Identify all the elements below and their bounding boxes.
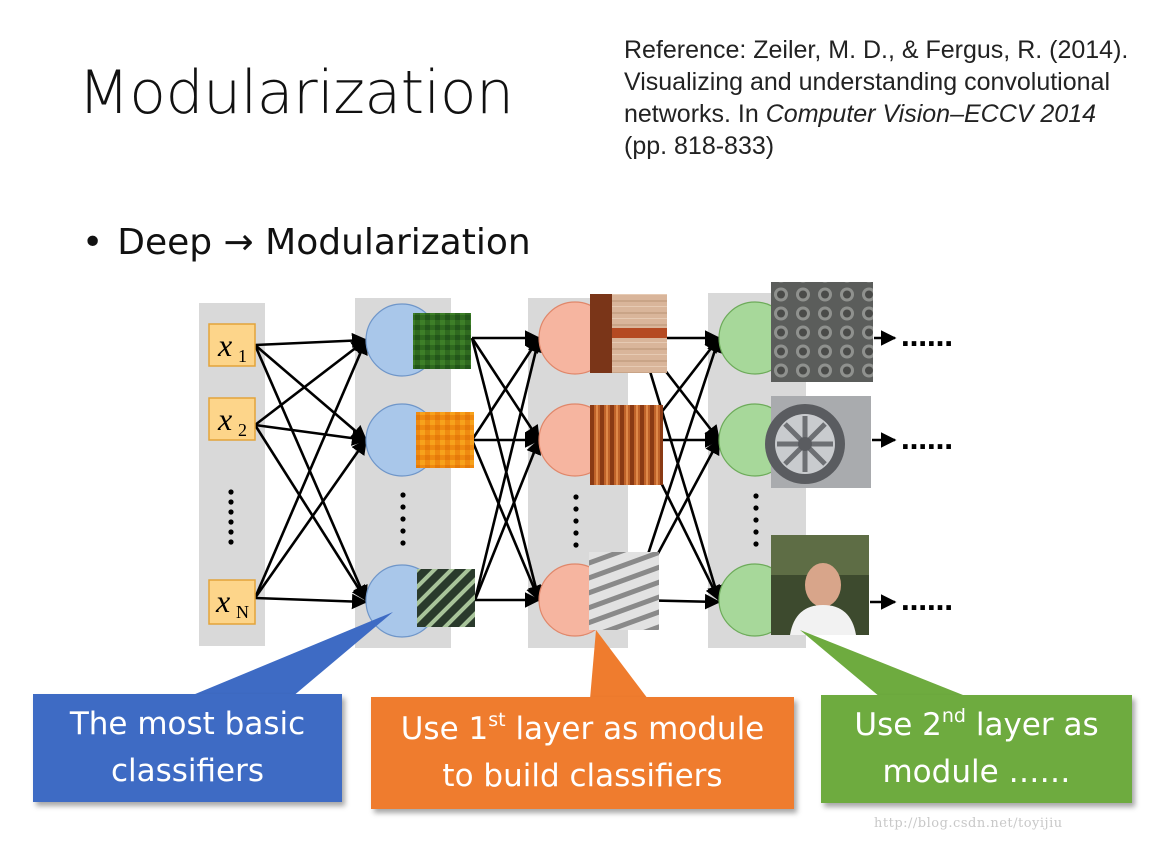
- callout-blue-line2: classifiers: [110, 753, 265, 789]
- output-arrows: [870, 330, 897, 610]
- input-dots: [228, 489, 234, 545]
- output-ellipsis: ……: [901, 426, 953, 456]
- callout-blue-pointer: [188, 612, 393, 697]
- callout-green-line1-b: layer as: [965, 707, 1099, 743]
- input-xN-var: x: [215, 583, 230, 619]
- bullet-marker: •: [82, 222, 104, 263]
- input-x1-sub: 1: [238, 346, 247, 366]
- layer3-feature-image: [765, 396, 871, 488]
- callout-orange-line1: Use 1st layer as module: [401, 706, 765, 753]
- callout-orange-line2: to build classifiers: [442, 758, 723, 794]
- reference-venue: Computer Vision–ECCV 2014: [765, 100, 1097, 128]
- callout-orange-line1-b: layer as module: [505, 711, 765, 747]
- callout-green-line2: module ……: [882, 754, 1071, 790]
- input-xN: x N: [208, 579, 256, 625]
- callout-blue-line1: The most basic: [69, 706, 306, 742]
- callout-orange-pointer: [590, 630, 648, 699]
- layer3-feature-image: [771, 282, 873, 382]
- connections-layer1-layer2: [470, 330, 544, 608]
- input-x2-var: x: [217, 401, 232, 437]
- callout-first-layer-module: Use 1st layer as module to build classif…: [371, 697, 794, 809]
- layer1-feature-image: [416, 412, 474, 468]
- reference-pages: (pp. 818-833): [624, 132, 775, 160]
- callout-basic-classifiers: The most basic classifiers: [33, 694, 342, 802]
- callout-orange-line1-a: Use 1: [400, 711, 489, 747]
- input-x2-sub: 2: [238, 420, 247, 440]
- reference-citation: Reference: Zeiler, M. D., & Fergus, R. (…: [624, 34, 1144, 162]
- layer2-feature-image: [590, 405, 663, 485]
- callout-green-line1: Use 2nd layer as: [854, 702, 1098, 749]
- output-ellipsis: ……: [901, 323, 953, 353]
- input-x2: x 2: [208, 397, 256, 441]
- callout-green-line1-sup: nd: [941, 705, 966, 727]
- watermark-url: http://blog.csdn.net/toyijiu: [874, 816, 1063, 831]
- bullet-point: • Deep → Modularization: [82, 222, 531, 263]
- layer2-feature-image: [590, 294, 667, 373]
- slide-title: Modularization: [78, 58, 514, 128]
- callout-green-pointer: [800, 630, 968, 697]
- connections-input-layer1: [253, 332, 368, 610]
- layer1-feature-image: [417, 569, 475, 627]
- callout-orange-line1-sup: st: [488, 709, 506, 731]
- callout-green-line1-a: Use 2: [854, 707, 942, 743]
- bullet-text: Deep → Modularization: [117, 222, 531, 263]
- layer2-feature-image: [589, 552, 659, 630]
- reference-text: Reference: Zeiler, M. D., & Fergus, R. (…: [624, 36, 1129, 128]
- input-xN-sub: N: [236, 602, 249, 622]
- layer1-feature-image: [413, 313, 471, 369]
- callout-second-layer-module: Use 2nd layer as module ……: [821, 695, 1132, 803]
- input-x1: x 1: [208, 323, 256, 367]
- input-x1-var: x: [217, 327, 232, 363]
- layer3-feature-image: [771, 535, 869, 635]
- output-ellipsis: ……: [901, 587, 953, 617]
